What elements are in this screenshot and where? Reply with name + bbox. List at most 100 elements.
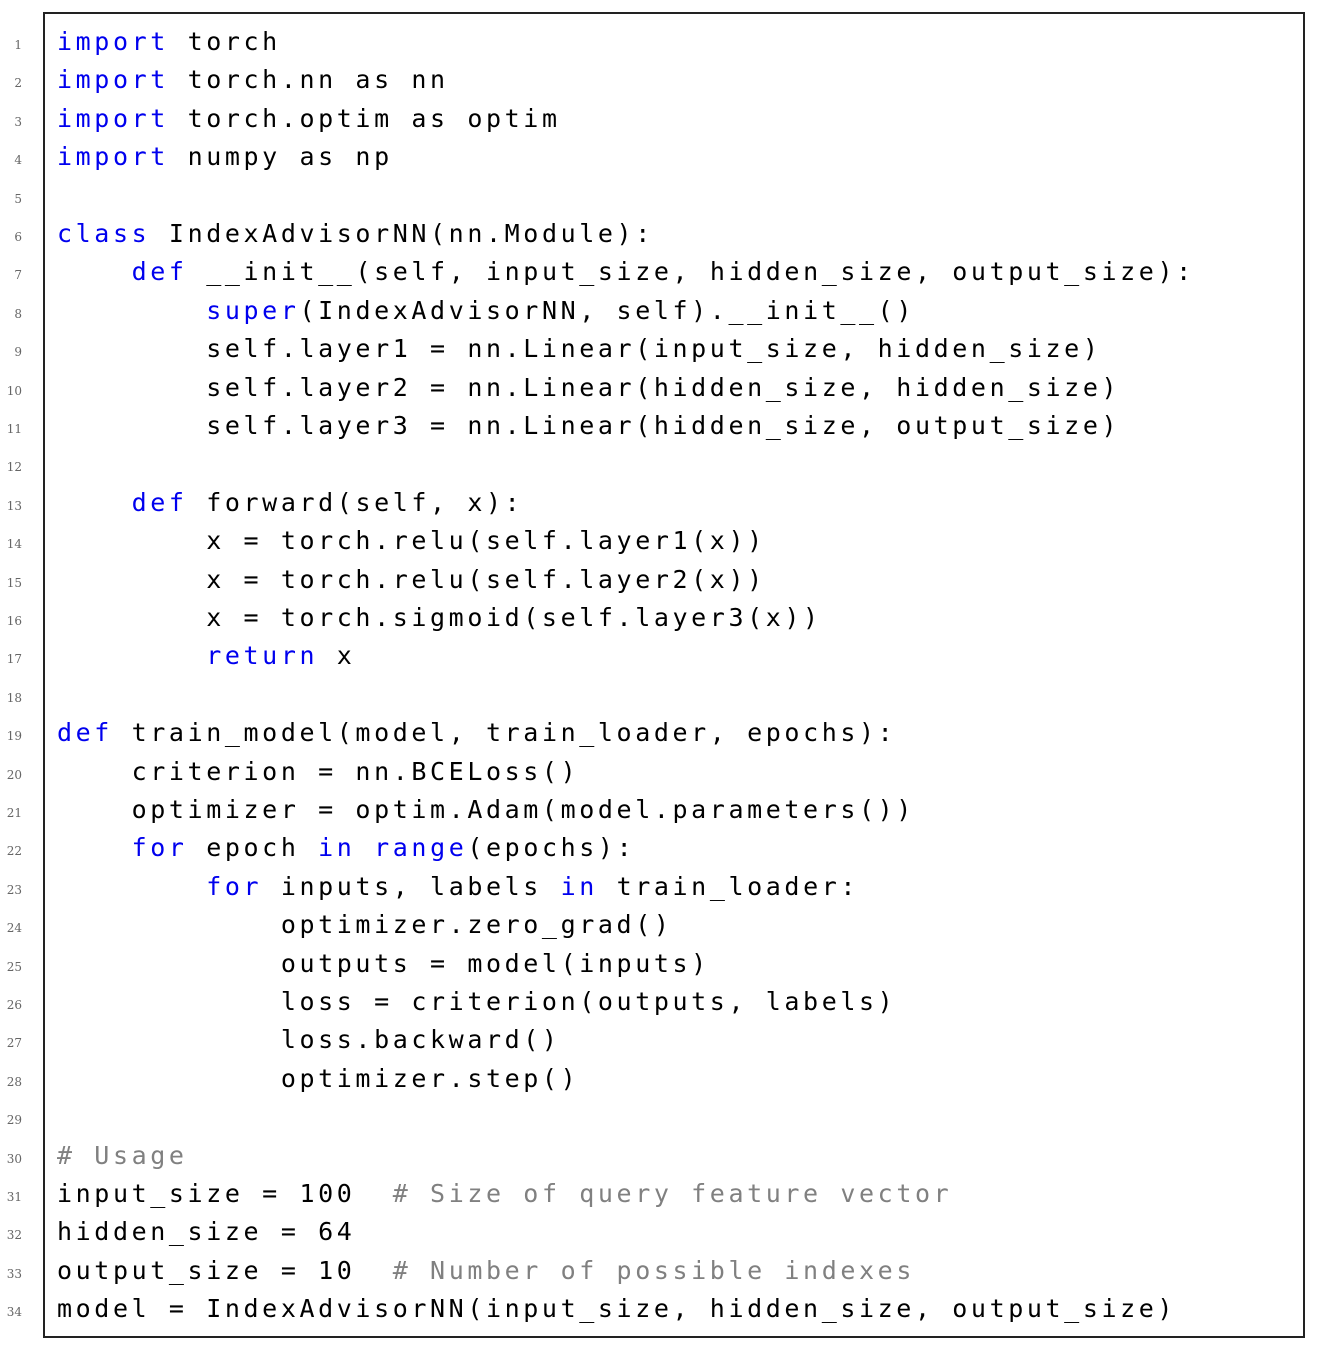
code-token: x = torch.sigmoid(self.layer3(x)) xyxy=(57,603,822,632)
code-token: train_model(model, train_loader, epochs)… xyxy=(112,718,897,748)
keyword-token: import xyxy=(57,103,169,133)
line-number: 30 xyxy=(6,1151,22,1166)
code-token xyxy=(355,833,374,862)
line-number: 28 xyxy=(6,1074,22,1089)
line-number: 4 xyxy=(14,153,22,168)
code-line: return x xyxy=(57,641,355,671)
line-number: 3 xyxy=(14,114,22,129)
code-token: input_size = 100 xyxy=(57,1179,393,1208)
keyword-token: class xyxy=(57,219,151,248)
keyword-token: import xyxy=(57,142,169,172)
keyword-token: def xyxy=(131,487,188,517)
code-token: train_loader: xyxy=(597,871,860,901)
keyword-token: def xyxy=(131,257,188,287)
code-token: optimizer.step() xyxy=(57,1063,580,1093)
code-line: input_size = 100 # Size of query feature… xyxy=(57,1179,952,1209)
code-line: output_size = 10 # Number of possible in… xyxy=(57,1256,915,1286)
code-line: self.layer2 = nn.Linear(hidden_size, hid… xyxy=(57,373,1120,403)
code-token: criterion = nn.BCELoss() xyxy=(57,756,580,786)
code-token xyxy=(57,641,206,670)
keyword-token: for xyxy=(206,871,263,901)
code-line: loss = criterion(outputs, labels) xyxy=(57,987,896,1017)
keyword-token: super xyxy=(206,295,300,325)
code-token: (IndexAdvisorNN, self).__init__() xyxy=(299,295,915,325)
code-line: def train_model(model, train_loader, epo… xyxy=(57,718,896,748)
code-token xyxy=(57,872,206,901)
code-token: IndexAdvisorNN(nn.Module): xyxy=(150,219,654,248)
code-token xyxy=(57,833,132,862)
line-number: 29 xyxy=(6,1113,22,1128)
comment-token: # Usage xyxy=(57,1140,188,1170)
code-token: optimizer.zero_grad() xyxy=(57,910,673,940)
line-number: 15 xyxy=(6,575,22,590)
code-line: x = torch.relu(self.layer1(x)) xyxy=(57,526,766,556)
code-line: def __init__(self, input_size, hidden_si… xyxy=(57,257,1195,287)
line-number: 9 xyxy=(14,345,22,360)
code-line: for inputs, labels in train_loader: xyxy=(57,872,859,902)
code-line: import torch.nn as nn xyxy=(57,65,449,95)
comment-token: # Number of possible indexes xyxy=(392,1255,915,1285)
code-token: hidden_size = 64 xyxy=(57,1217,356,1247)
code-line: import numpy as np xyxy=(57,142,393,172)
code-line: x = torch.sigmoid(self.layer3(x)) xyxy=(57,603,822,633)
line-number: 13 xyxy=(6,498,22,513)
line-number: 19 xyxy=(6,729,22,744)
line-number: 10 xyxy=(6,383,22,398)
code-token: (epochs): xyxy=(467,833,636,863)
line-number: 26 xyxy=(6,998,22,1012)
line-number: 16 xyxy=(6,614,22,628)
keyword-token: import xyxy=(57,65,169,95)
line-number: 12 xyxy=(6,460,22,475)
code-token: model = IndexAdvisorNN(input_size, hidde… xyxy=(57,1294,1177,1324)
line-number: 8 xyxy=(14,306,22,321)
code-line: optimizer = optim.Adam(model.parameters(… xyxy=(57,795,915,825)
code-token: numpy as np xyxy=(168,142,393,172)
code-line: loss.backward() xyxy=(57,1025,561,1055)
code-token xyxy=(57,296,206,325)
line-number: 31 xyxy=(6,1190,22,1204)
code-token: x xyxy=(318,641,356,671)
line-number: 5 xyxy=(14,191,22,206)
keyword-token: in xyxy=(318,833,356,863)
code-token: x = torch.relu(self.layer2(x)) xyxy=(57,564,766,594)
code-line: # Usage xyxy=(57,1141,188,1171)
comment-token: # Size of query feature vector xyxy=(392,1179,953,1208)
code-token: self.layer1 = nn.Linear(input_size, hidd… xyxy=(57,334,1102,364)
line-number: 32 xyxy=(6,1228,22,1243)
code-token: epoch xyxy=(187,833,319,863)
keyword-token: for xyxy=(131,833,188,863)
code-line: import torch xyxy=(57,27,281,57)
line-number: 17 xyxy=(6,652,22,667)
code-token: self.layer2 = nn.Linear(hidden_size, hid… xyxy=(57,372,1121,402)
code-token: optimizer = optim.Adam(model.parameters(… xyxy=(57,795,915,824)
code-token: self.layer3 = nn.Linear(hidden_size, out… xyxy=(57,411,1121,440)
code-listing-frame xyxy=(43,12,1305,1338)
keyword-token: range xyxy=(374,833,468,863)
line-number: 24 xyxy=(6,921,22,936)
line-number: 21 xyxy=(6,806,22,820)
line-number: 33 xyxy=(6,1266,22,1281)
code-token: inputs, labels xyxy=(262,871,561,901)
code-token: outputs = model(inputs) xyxy=(57,948,710,978)
line-number: 25 xyxy=(6,959,22,974)
code-line: self.layer3 = nn.Linear(hidden_size, out… xyxy=(57,411,1120,441)
line-number: 1 xyxy=(14,38,22,52)
code-line: model = IndexAdvisorNN(input_size, hidde… xyxy=(57,1294,1176,1324)
keyword-token: import xyxy=(57,27,169,56)
code-token: output_size = 10 xyxy=(57,1255,393,1285)
code-token: torch.nn as nn xyxy=(168,65,449,95)
line-number: 27 xyxy=(6,1036,22,1051)
line-number: 6 xyxy=(14,230,22,244)
code-line: criterion = nn.BCELoss() xyxy=(57,757,579,787)
line-number: 23 xyxy=(6,882,22,897)
code-line: hidden_size = 64 xyxy=(57,1217,355,1247)
code-line: optimizer.step() xyxy=(57,1064,579,1094)
keyword-token: def xyxy=(57,718,113,748)
code-line: super(IndexAdvisorNN, self).__init__() xyxy=(57,296,915,326)
line-number: 18 xyxy=(6,690,22,705)
code-token: loss.backward() xyxy=(57,1025,561,1055)
line-number: 22 xyxy=(6,844,22,859)
line-number: 14 xyxy=(6,537,22,552)
code-token: torch xyxy=(168,27,281,56)
